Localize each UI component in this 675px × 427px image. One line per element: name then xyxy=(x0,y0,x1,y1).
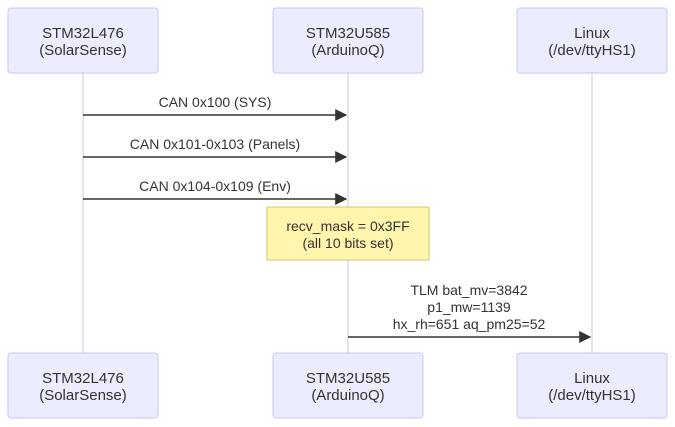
message-label: CAN 0x101-0x103 (Panels) xyxy=(130,136,300,152)
actor-bottom-stm32l476: STM32L476 (SolarSense) xyxy=(7,352,159,419)
actor-subtitle: (/dev/ttyHS1) xyxy=(548,387,636,404)
message-label: CAN 0x100 (SYS) xyxy=(159,94,272,110)
message-label: hx_rh=651 aq_pm25=52 xyxy=(393,316,546,332)
actor-name: STM32L476 xyxy=(42,370,124,387)
actor-name: Linux xyxy=(574,25,610,42)
actor-top-stm32l476: STM32L476 (SolarSense) xyxy=(7,7,159,74)
actor-top-stm32u585: STM32U585 (ArduinoQ) xyxy=(272,7,424,74)
actor-subtitle: (ArduinoQ) xyxy=(311,387,384,404)
message-label: CAN 0x104-0x109 (Env) xyxy=(139,178,291,194)
actor-name: STM32U585 xyxy=(306,370,390,387)
actor-bottom-stm32u585: STM32U585 (ArduinoQ) xyxy=(272,352,424,419)
actor-bottom-linux: Linux (/dev/ttyHS1) xyxy=(516,352,668,419)
message-label: p1_mw=1139 xyxy=(427,299,511,315)
actor-name: Linux xyxy=(574,370,610,387)
actor-name: STM32L476 xyxy=(42,25,124,42)
message-can-sys: CAN 0x100 (SYS) xyxy=(83,94,348,121)
actor-top-linux: Linux (/dev/ttyHS1) xyxy=(516,7,668,74)
message-label: TLM bat_mv=3842 xyxy=(410,282,527,298)
actor-subtitle: (SolarSense) xyxy=(39,387,127,404)
actor-name: STM32U585 xyxy=(306,25,390,42)
note-recv-mask: recv_mask = 0x3FF (all 10 bits set) xyxy=(266,206,430,261)
note-line: (all 10 bits set) xyxy=(302,235,393,251)
note-line: recv_mask = 0x3FF xyxy=(286,218,409,234)
actor-subtitle: (SolarSense) xyxy=(39,42,127,59)
message-can-panels: CAN 0x101-0x103 (Panels) xyxy=(83,136,348,163)
actor-subtitle: (ArduinoQ) xyxy=(311,42,384,59)
message-telemetry: TLM bat_mv=3842 p1_mw=1139 hx_rh=651 aq_… xyxy=(348,282,592,343)
message-can-env: CAN 0x104-0x109 (Env) xyxy=(83,178,348,205)
actor-subtitle: (/dev/ttyHS1) xyxy=(548,42,636,59)
